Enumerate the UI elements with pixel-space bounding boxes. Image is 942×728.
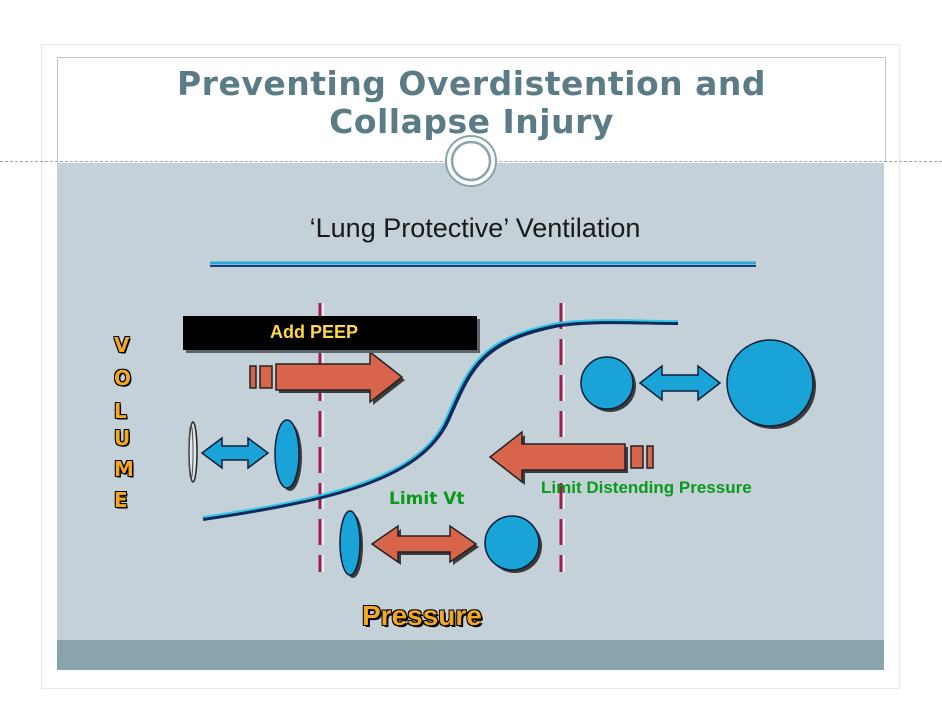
footer-bar bbox=[57, 640, 884, 670]
volume-axis-letter: L bbox=[114, 399, 127, 423]
blue-double-arrow-right-icon bbox=[638, 364, 722, 402]
volume-axis-letter: E bbox=[114, 488, 128, 512]
limit-vt-arrow-icon bbox=[370, 524, 479, 565]
overdistended-alveolus-icon bbox=[726, 339, 816, 429]
pressure-axis-label: Pressure bbox=[362, 600, 482, 631]
dashed-line-distending bbox=[559, 303, 565, 572]
limit-distending-pressure-label: Limit Distending Pressure bbox=[541, 478, 752, 497]
pressure-volume-curve bbox=[202, 319, 679, 521]
tidal-end-alveolus-icon bbox=[484, 515, 542, 573]
slide-title-line-1: Preventing Overdistention and bbox=[177, 64, 766, 103]
slide-title-line-2: Collapse Injury bbox=[329, 102, 614, 141]
normal-alveolus-icon bbox=[580, 356, 636, 412]
title-ornament-icon bbox=[445, 135, 497, 187]
peep-arrow-icon bbox=[249, 350, 405, 405]
blue-double-arrow-left-icon bbox=[200, 436, 270, 470]
subtitle-underline bbox=[210, 261, 756, 267]
volume-axis-letter: M bbox=[114, 457, 134, 481]
diagram-subtitle: ‘Lung Protective’ Ventilation bbox=[309, 213, 641, 243]
partially-open-alveolus-icon bbox=[274, 419, 302, 491]
volume-axis-letter: V bbox=[114, 333, 130, 357]
collapsed-alveolus-icon bbox=[188, 421, 198, 483]
add-peep-label: Add PEEP bbox=[270, 322, 359, 342]
volume-axis-letter: O bbox=[114, 366, 132, 390]
volume-axis-letter: U bbox=[114, 426, 131, 450]
tidal-start-alveolus-icon bbox=[339, 510, 363, 578]
add-peep-banner bbox=[183, 316, 477, 350]
limit-vt-label: Limit Vt bbox=[389, 489, 465, 509]
distending-arrow-icon bbox=[488, 430, 654, 485]
